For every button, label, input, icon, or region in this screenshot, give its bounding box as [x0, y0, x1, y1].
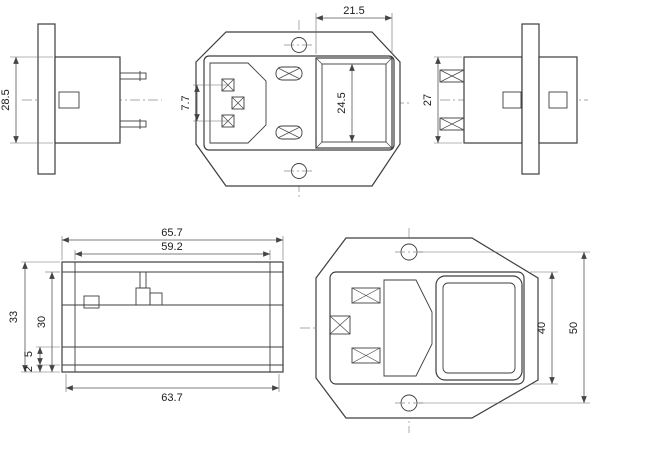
- terminal-top: [439, 69, 465, 83]
- latch: [83, 295, 100, 309]
- dim-label-30: 30: [36, 316, 48, 328]
- view-left-side: 28.5: [0, 23, 162, 175]
- module-face: [203, 55, 395, 151]
- dim-label-2: 2: [23, 366, 35, 372]
- terminal-bracket: [135, 271, 163, 306]
- dim-step-a: 5: [23, 346, 60, 366]
- face-slot: [548, 91, 568, 109]
- flange-face: [538, 56, 578, 144]
- latch: [58, 91, 80, 109]
- flange: [521, 23, 540, 175]
- iec-inlet-opening: [209, 62, 267, 144]
- housing-outline: [61, 261, 284, 373]
- view-right-side: 27: [422, 23, 588, 175]
- dim-label-7-7: 7.7: [180, 95, 192, 110]
- latch: [502, 91, 522, 109]
- dim-top-width: 65.7: [61, 227, 284, 260]
- switch-body: [435, 275, 523, 381]
- dim-label-24-5: 24.5: [336, 92, 348, 113]
- dim-module-height: 40: [530, 271, 558, 385]
- dim-switch-height: 24.5: [336, 63, 355, 143]
- pin-bottom: [119, 120, 147, 128]
- body: [463, 56, 523, 144]
- dim-step-b: 2: [23, 365, 43, 373]
- dim-label-59-2: 59.2: [161, 241, 182, 253]
- inlet-pin-earth: [231, 96, 245, 110]
- view-front-face: 21.5 24.5 7.7: [180, 5, 412, 198]
- dim-label-33: 33: [8, 311, 20, 323]
- line-terminal: [351, 287, 381, 304]
- dim-top-inner-width: 59.2: [74, 241, 271, 260]
- dim-label-40: 40: [536, 322, 548, 334]
- dim-label-21-5: 21.5: [343, 5, 364, 17]
- dim-right-body-height: 27: [422, 56, 462, 144]
- switch-window: [315, 57, 393, 149]
- fuse-bottom: [275, 125, 303, 140]
- dim-overall-span: 50: [419, 251, 590, 404]
- fuse-top: [275, 66, 303, 81]
- flange: [37, 23, 56, 175]
- dim-pin-offset: 7.7: [180, 84, 228, 122]
- view-rear: 40 50: [300, 228, 590, 433]
- dim-label-50: 50: [568, 322, 580, 334]
- dim-bottom-width: 63.7: [65, 374, 280, 404]
- neutral-terminal: [351, 347, 381, 364]
- body: [54, 56, 121, 144]
- terminal-bottom: [439, 117, 465, 131]
- dim-label-65-7: 65.7: [161, 227, 182, 239]
- dim-body-height: 30: [36, 271, 60, 373]
- dim-label-5: 5: [23, 351, 35, 357]
- dim-label-28-5: 28.5: [0, 89, 12, 110]
- earth-terminal: [329, 315, 351, 335]
- view-profile: 65.7 59.2 33 30 5: [8, 227, 284, 404]
- dim-label-63-7: 63.7: [161, 392, 182, 404]
- pin-top: [119, 72, 147, 80]
- inlet-cowl: [383, 279, 433, 377]
- mounting-plate: [315, 237, 539, 419]
- dim-switch-width: 21.5: [315, 5, 393, 54]
- mounting-plate: [195, 31, 401, 187]
- dim-side-body-height: 28.5: [0, 56, 53, 144]
- dim-label-27: 27: [422, 94, 434, 106]
